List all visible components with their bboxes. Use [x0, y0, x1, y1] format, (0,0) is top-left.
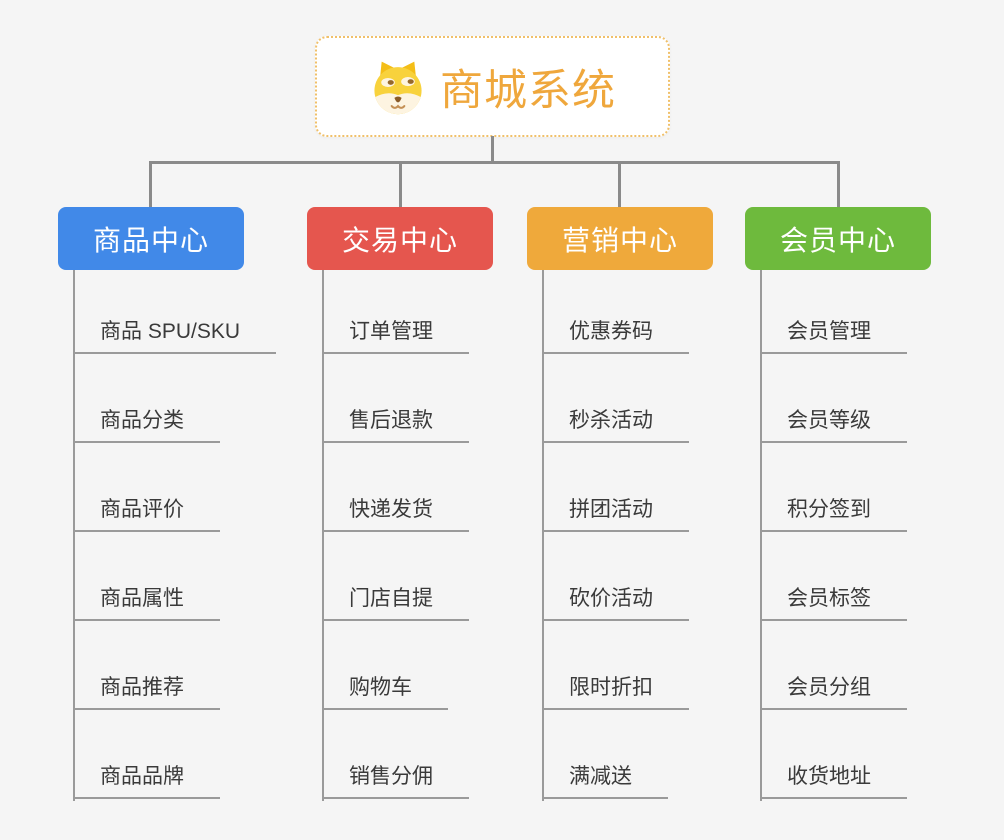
- subtopic-label: 满减送: [569, 765, 632, 788]
- subtopic[interactable]: 购物车: [322, 673, 448, 710]
- subtopic[interactable]: 收货地址: [760, 762, 907, 799]
- subtopic-label: 商品属性: [100, 587, 184, 610]
- root-title: 商城系统: [440, 66, 616, 115]
- branch-topic-2[interactable]: 交易中心: [307, 207, 493, 270]
- branch-topic-3[interactable]: 营销中心: [527, 207, 713, 270]
- subtopic-label: 砍价活动: [569, 587, 653, 610]
- subtopic-label: 商品品牌: [100, 765, 184, 788]
- subtopic-label: 商品 SPU/SKU: [100, 320, 241, 343]
- connector-stub-1: [149, 161, 152, 208]
- subtopic-label: 商品分类: [100, 409, 184, 432]
- branch-column: 营销中心 优惠券码秒杀活动拼团活动砍价活动限时折扣满减送: [527, 207, 713, 840]
- branch-label: 会员中心: [779, 224, 896, 256]
- subtopic[interactable]: 售后退款: [322, 406, 469, 443]
- branch-column: 商品中心 商品 SPU/SKU 商品分类商品评价商品属性商品推荐商品品牌: [58, 207, 277, 840]
- subtopic-label: 会员标签: [787, 587, 871, 610]
- subtopic[interactable]: 会员管理: [760, 317, 907, 354]
- subtopic-label: 销售分佣: [349, 765, 433, 788]
- subtopic[interactable]: 砍价活动: [542, 584, 689, 621]
- subtopic-label: 购物车: [349, 676, 412, 699]
- subtopic-label: 秒杀活动: [569, 409, 653, 432]
- subtopic-label: 会员管理: [787, 320, 871, 343]
- subtopic[interactable]: 会员标签: [760, 584, 907, 621]
- root-topic[interactable]: 商城系统: [315, 36, 670, 137]
- subtopic-label: 限时折扣: [569, 676, 653, 699]
- subtopic[interactable]: 销售分佣: [322, 762, 469, 799]
- connector-horizontal: [149, 161, 840, 164]
- shiba-dog-icon: [374, 61, 422, 114]
- subtopic[interactable]: 商品属性: [73, 584, 220, 621]
- connector-stub-3: [618, 161, 621, 208]
- subtopic-label: 商品推荐: [100, 676, 184, 699]
- subtopic-label: 商品评价: [100, 498, 184, 521]
- subtopic-label: 优惠券码: [569, 320, 653, 343]
- subtopic[interactable]: 商品分类: [73, 406, 220, 443]
- subtopic[interactable]: 商品 SPU/SKU: [73, 317, 277, 354]
- subtopic[interactable]: 门店自提: [322, 584, 469, 621]
- subtopic-label: 拼团活动: [569, 498, 653, 521]
- subtopic-label: 门店自提: [349, 587, 433, 610]
- branch-label: 交易中心: [341, 224, 458, 256]
- connector-stub-4: [837, 161, 840, 208]
- branch-topic-1[interactable]: 商品中心: [58, 207, 244, 270]
- subtopic[interactable]: 秒杀活动: [542, 406, 689, 443]
- branch-label: 商品中心: [92, 224, 209, 256]
- subtopic[interactable]: 积分签到: [760, 495, 907, 532]
- subtopic-label: 收货地址: [787, 765, 871, 788]
- subtopic[interactable]: 商品推荐: [73, 673, 220, 710]
- subtopic[interactable]: 快递发货: [322, 495, 469, 532]
- subtopic-label: 售后退款: [349, 409, 433, 432]
- subtopic[interactable]: 优惠券码: [542, 317, 689, 354]
- subtopic-label: 快递发货: [349, 498, 433, 521]
- subtopic-label: 订单管理: [349, 320, 433, 343]
- subtopic[interactable]: 拼团活动: [542, 495, 689, 532]
- connector-root-stem: [491, 136, 494, 164]
- subtopic[interactable]: 商品品牌: [73, 762, 220, 799]
- subtopic[interactable]: 商品评价: [73, 495, 220, 532]
- connector-stub-2: [399, 161, 402, 208]
- subtopic[interactable]: 会员等级: [760, 406, 907, 443]
- branch-label: 营销中心: [561, 224, 678, 256]
- subtopic-label: 积分签到: [787, 498, 871, 521]
- branch-topic-4[interactable]: 会员中心: [745, 207, 931, 270]
- subtopic[interactable]: 会员分组: [760, 673, 907, 710]
- branch-column: 交易中心 订单管理售后退款快递发货门店自提购物车销售分佣: [307, 207, 493, 840]
- subtopic[interactable]: 满减送: [542, 762, 668, 799]
- subtopic-label: 会员分组: [787, 676, 871, 699]
- subtopic[interactable]: 限时折扣: [542, 673, 689, 710]
- subtopic[interactable]: 订单管理: [322, 317, 469, 354]
- subtopic-label: 会员等级: [787, 409, 871, 432]
- branch-column: 会员中心 会员管理会员等级积分签到会员标签会员分组收货地址: [745, 207, 931, 840]
